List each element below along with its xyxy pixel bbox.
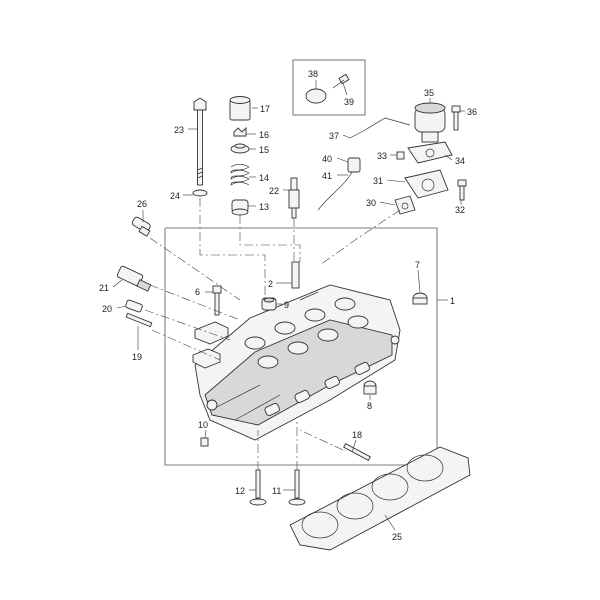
label-9: 9 <box>284 300 289 310</box>
egr-pipe-37 <box>349 117 411 139</box>
washer-24 <box>192 189 208 197</box>
leader-lines <box>112 80 465 531</box>
label-1: 1 <box>450 296 455 306</box>
label-7: 7 <box>415 260 420 270</box>
label-10: 10 <box>198 420 208 430</box>
sensor-40 <box>347 157 361 173</box>
cylinder-head <box>194 284 401 441</box>
label-15: 15 <box>259 145 269 155</box>
stud-18 <box>343 443 371 461</box>
fitting-20 <box>125 299 143 313</box>
plug-26 <box>131 216 151 237</box>
label-40: 40 <box>322 154 332 164</box>
bolt-6 <box>212 285 222 316</box>
label-2: 2 <box>268 279 273 289</box>
wire-41 <box>317 171 353 211</box>
label-16: 16 <box>259 130 269 140</box>
valve-stem-seal-13 <box>231 199 249 216</box>
valve-12 <box>249 469 267 506</box>
gasket-30 <box>394 195 416 215</box>
label-6: 6 <box>195 287 200 297</box>
label-18: 18 <box>352 430 362 440</box>
label-17: 17 <box>260 104 270 114</box>
label-34: 34 <box>455 156 465 166</box>
part-38 <box>305 88 327 104</box>
plug-8 <box>363 380 377 395</box>
spring-retainer-15 <box>230 143 250 154</box>
cap-9 <box>261 297 277 311</box>
label-20: 20 <box>102 304 112 314</box>
label-25: 25 <box>392 532 402 542</box>
valve-11 <box>288 469 306 506</box>
bolt-10 <box>200 437 209 447</box>
adapter-31 <box>404 169 449 199</box>
label-23: 23 <box>174 125 184 135</box>
label-14: 14 <box>259 173 269 183</box>
head-gasket-25 <box>289 446 471 551</box>
dowel-2 <box>291 261 300 289</box>
screw-39 <box>332 73 350 89</box>
head-bolt-23 <box>193 97 207 186</box>
valve-spring-14 <box>230 164 250 186</box>
label-19: 19 <box>132 352 142 362</box>
cam-journals <box>244 297 369 369</box>
sensor-21 <box>116 265 152 292</box>
label-41: 41 <box>322 171 332 181</box>
label-36: 36 <box>467 107 477 117</box>
bolt-33 <box>396 151 405 160</box>
label-22: 22 <box>269 186 279 196</box>
stud-19 <box>125 312 153 328</box>
label-30: 30 <box>366 198 376 208</box>
label-12: 12 <box>235 486 245 496</box>
label-31: 31 <box>373 176 383 186</box>
label-35: 35 <box>424 88 434 98</box>
label-33: 33 <box>377 151 387 161</box>
injector-22 <box>288 177 300 219</box>
label-8: 8 <box>367 401 372 411</box>
tappet-17 <box>229 96 251 121</box>
bolt-32 <box>457 179 467 201</box>
assembly-lines <box>144 198 401 470</box>
part-labels: 1 2 6 7 8 9 10 11 12 13 14 15 16 17 18 1… <box>99 69 477 542</box>
label-39: 39 <box>344 97 354 107</box>
label-32: 32 <box>455 205 465 215</box>
label-37: 37 <box>329 131 339 141</box>
inset-box-38-39 <box>292 59 366 116</box>
label-26: 26 <box>137 199 147 209</box>
egr-valve-35 <box>414 102 446 143</box>
bolt-36 <box>451 105 461 131</box>
label-11: 11 <box>272 486 281 496</box>
valve-keeper-16 <box>233 126 247 137</box>
label-13: 13 <box>259 202 269 212</box>
exhaust-ports <box>264 361 370 416</box>
label-38: 38 <box>308 69 318 79</box>
label-24: 24 <box>170 191 180 201</box>
gasket-34 <box>407 141 453 164</box>
plug-7 <box>412 292 428 305</box>
cam-caps <box>192 321 229 369</box>
label-21: 21 <box>99 283 109 293</box>
